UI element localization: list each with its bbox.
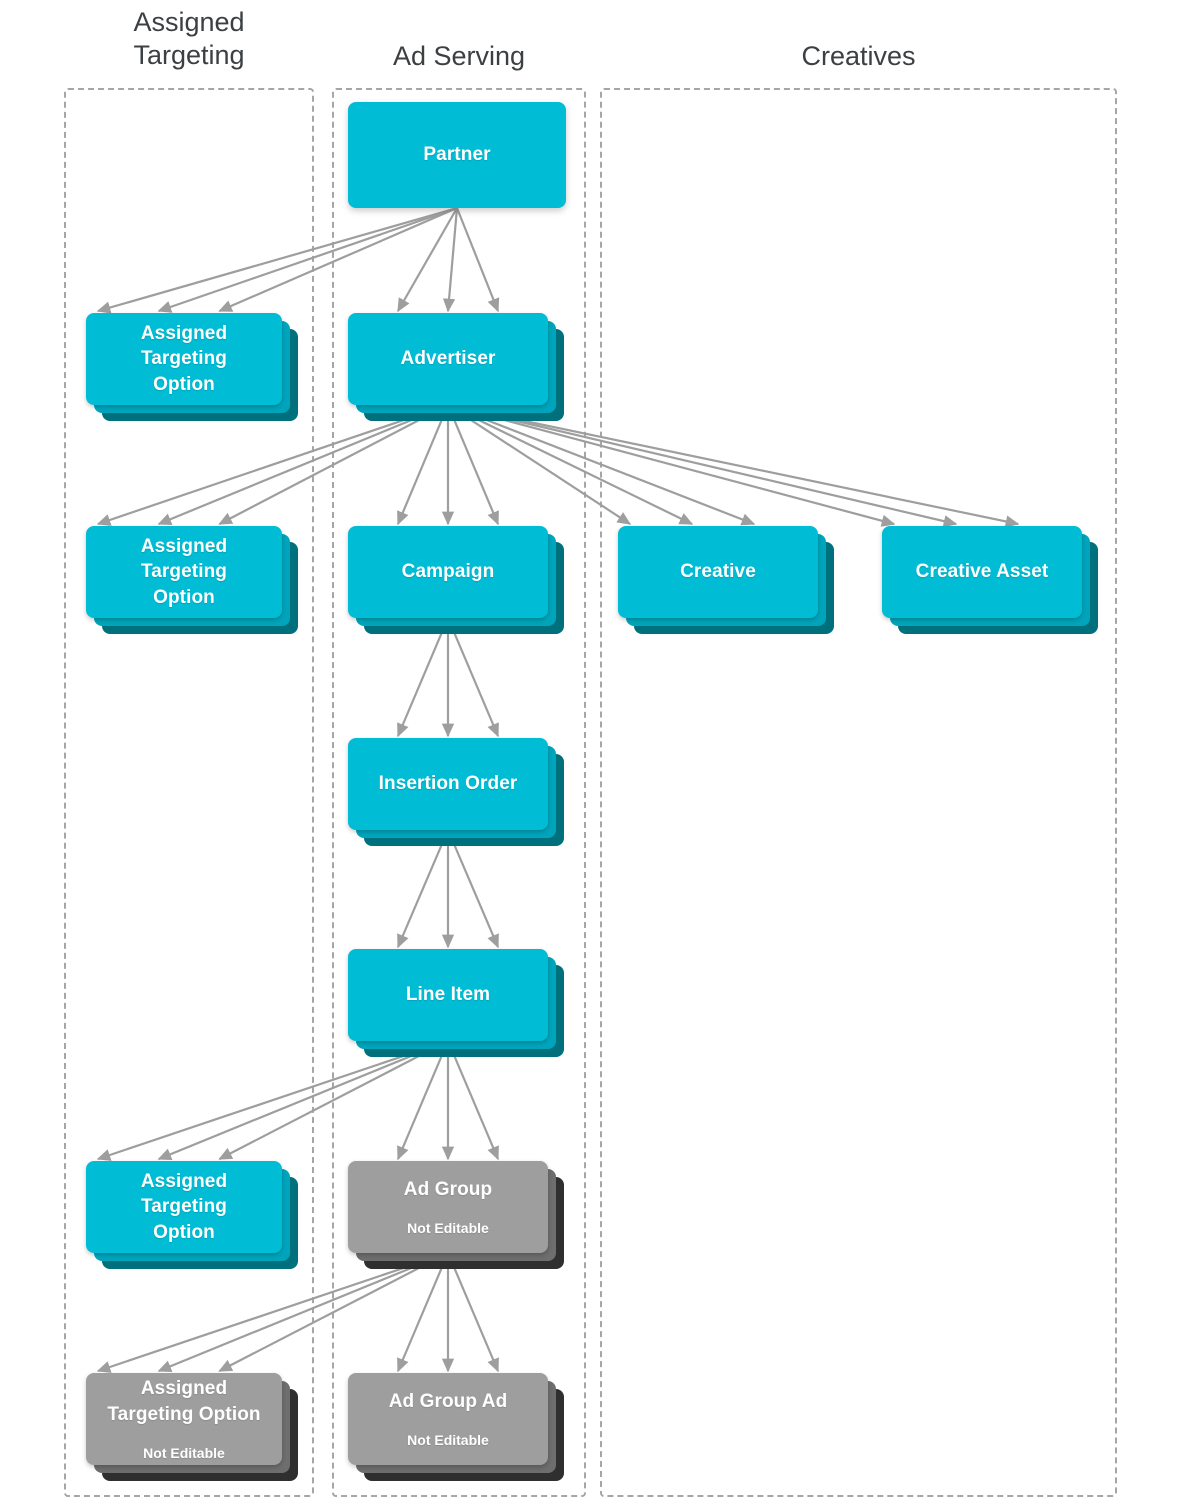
node-label: Assigned Targeting Option [140,322,228,395]
node-card[interactable]: Assigned Targeting Option [86,1161,282,1253]
node-card[interactable]: Partner [348,102,566,208]
column-title-ad-serving: Ad Serving [392,41,526,71]
node-label: Assigned Targeting Option [140,535,228,608]
group-container-ad-serving [332,88,586,1497]
node-advertiser[interactable]: Advertiser [348,313,564,421]
node-sublabel-not-editable: Not Editable [407,1219,489,1236]
node-card[interactable]: Assigned Targeting Option [86,313,282,405]
node-label: Ad Group [403,1179,493,1201]
node-card[interactable]: Campaign [348,526,548,618]
node-label: Insertion Order [378,773,518,795]
node-card[interactable]: Ad Group Ad Not Editable [348,1373,548,1465]
node-campaign[interactable]: Campaign [348,526,564,634]
node-card[interactable]: Line Item [348,949,548,1041]
group-container-creatives [600,88,1117,1497]
node-label: Assigned Targeting Option [140,1170,228,1243]
node-ato-2[interactable]: Assigned Targeting Option [86,526,298,634]
node-ato-3[interactable]: Assigned Targeting Option [86,1161,298,1269]
column-title-assigned-targeting: Assigned Targeting [133,7,245,70]
node-insertion-order[interactable]: Insertion Order [348,738,564,846]
node-label: Partner [423,144,491,166]
node-sublabel-not-editable: Not Editable [143,1444,225,1461]
node-ad-group-ad[interactable]: Ad Group Ad Not Editable [348,1373,564,1481]
node-label: Creative Asset [915,561,1049,583]
node-card[interactable]: Creative [618,526,818,618]
node-creative[interactable]: Creative [618,526,834,634]
node-label: Assigned Targeting Option [107,1378,261,1425]
node-ato-1[interactable]: Assigned Targeting Option [86,313,298,421]
node-label: Ad Group Ad [388,1391,508,1413]
node-card[interactable]: Advertiser [348,313,548,405]
node-card[interactable]: Insertion Order [348,738,548,830]
node-line-item[interactable]: Line Item [348,949,564,1057]
node-sublabel-not-editable: Not Editable [407,1431,489,1448]
node-card[interactable]: Assigned Targeting Option [86,526,282,618]
node-card[interactable]: Creative Asset [882,526,1082,618]
column-title-creatives: Creatives [801,41,916,71]
node-label: Creative [680,561,756,583]
node-label: Advertiser [400,348,496,370]
group-container-assigned-targeting [64,88,314,1497]
node-label: Line Item [405,984,491,1006]
node-partner[interactable]: Partner [348,102,566,208]
node-creative-asset[interactable]: Creative Asset [882,526,1098,634]
node-label: Campaign [401,561,495,583]
